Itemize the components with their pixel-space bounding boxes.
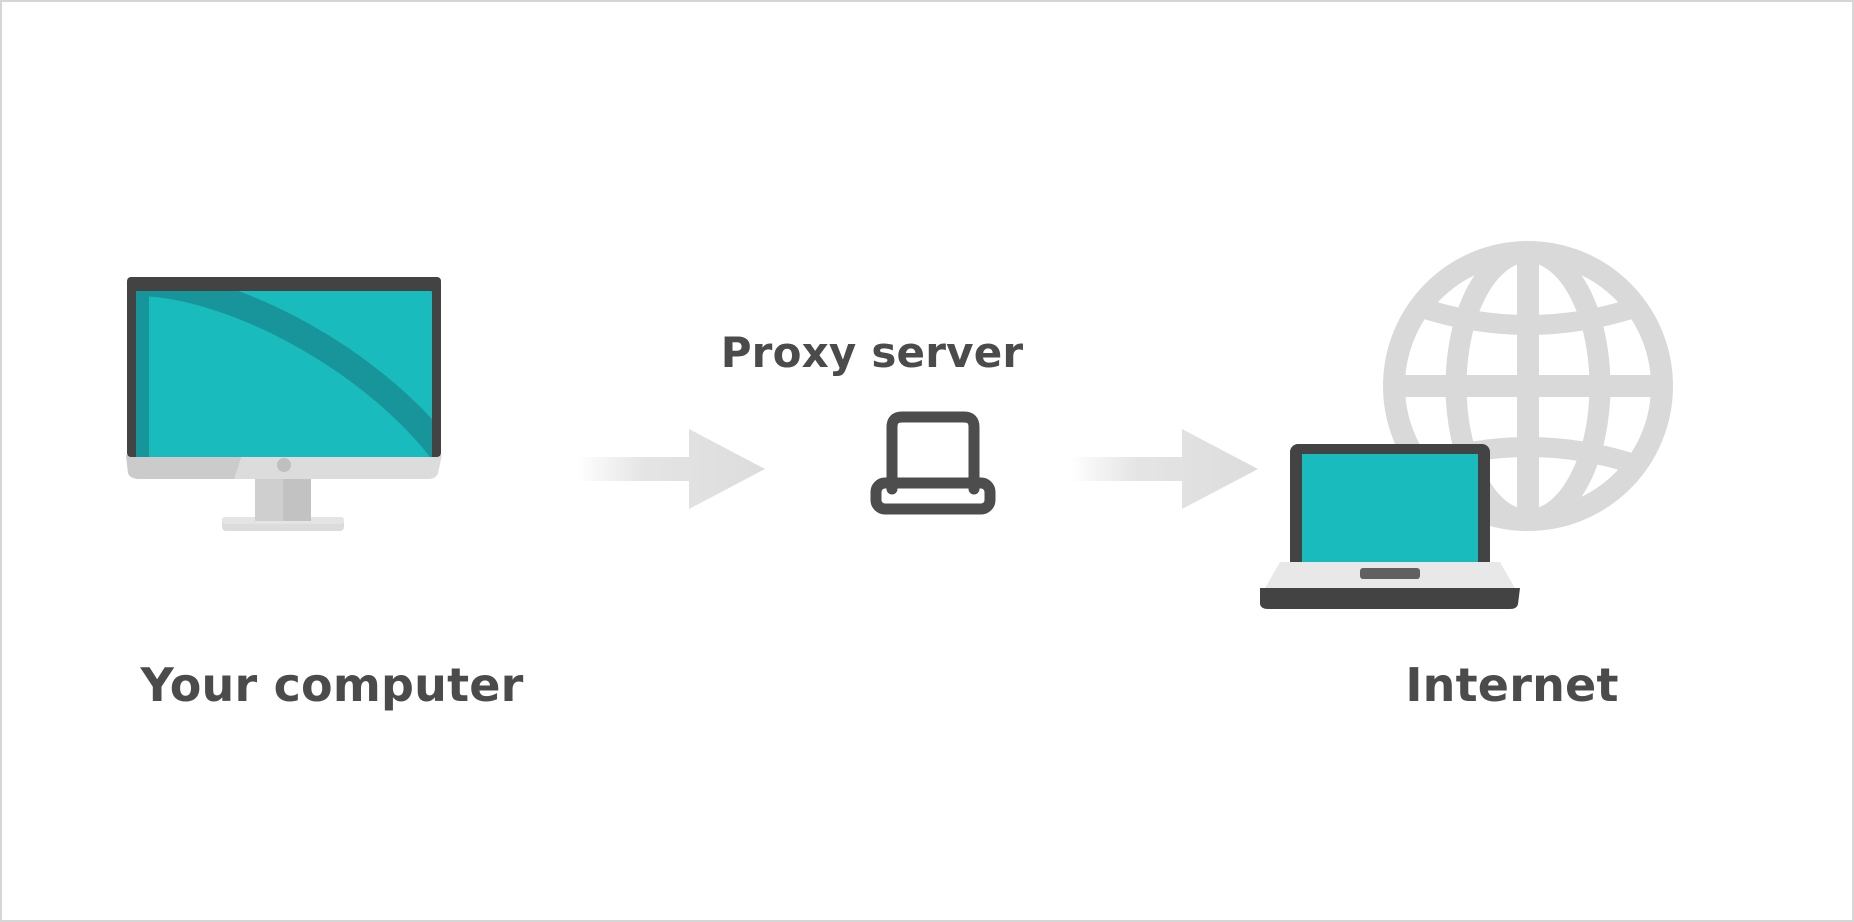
label-proxy-server: Proxy server	[720, 328, 1024, 377]
arrow-right-icon	[577, 429, 765, 509]
label-your-computer: Your computer	[140, 658, 524, 712]
laptop-lid-outline	[886, 411, 980, 495]
laptop-front-edge	[1260, 588, 1520, 609]
desktop-monitor-icon	[122, 277, 462, 547]
internet-icon-group	[1260, 232, 1692, 609]
globe-meridian-inner	[1445, 241, 1611, 531]
internet-svg	[1260, 241, 1673, 609]
monitor-power-button	[277, 458, 291, 472]
laptop-base-outline	[870, 477, 996, 515]
laptop-icon	[1260, 444, 1520, 609]
arrow-right-icon	[1070, 429, 1258, 509]
monitor-screen	[136, 291, 432, 457]
arrow-shape	[1070, 429, 1258, 509]
arrow-shape	[577, 429, 765, 509]
arrow-computer-to-proxy	[577, 427, 767, 511]
monitor-chin-shade	[126, 455, 242, 479]
arrow-proxy-to-internet	[1070, 427, 1260, 511]
monitor-screen-swoosh	[136, 291, 432, 457]
laptop-trackpad	[1360, 568, 1420, 579]
globe-icon	[1383, 241, 1673, 531]
label-internet: Internet	[1405, 658, 1619, 712]
laptop-outline-icon	[868, 407, 998, 517]
laptop-outline-svg	[870, 411, 996, 515]
laptop-screen	[1302, 454, 1478, 562]
desktop-monitor-svg	[126, 277, 442, 531]
